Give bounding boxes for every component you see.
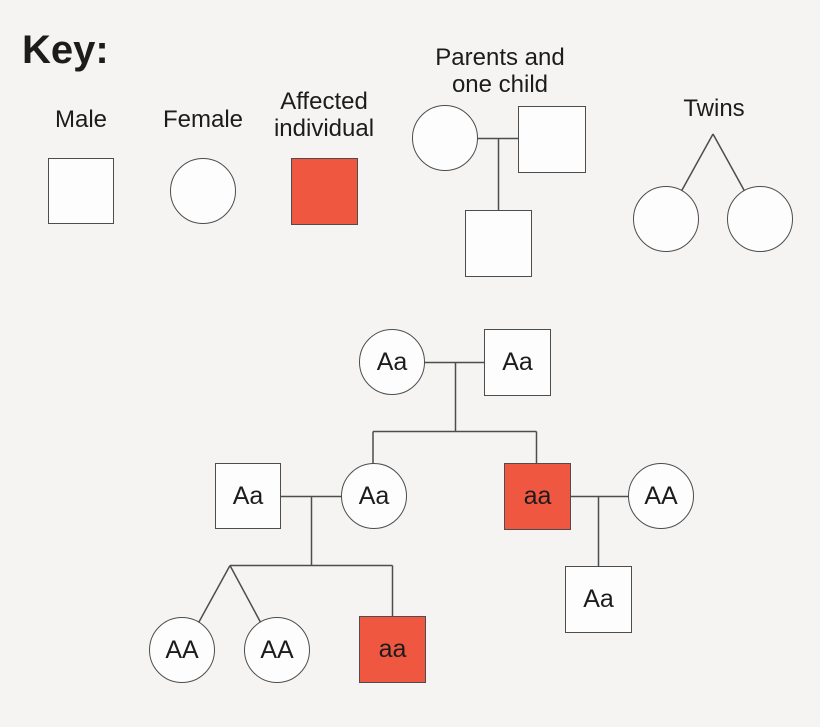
key-male-label: Male (54, 106, 108, 133)
pedigree-gen3-twin1-circle: AA (149, 617, 215, 683)
genotype-label: aa (523, 482, 552, 510)
key-affected-square (291, 158, 358, 225)
pedigree-gen2-daughter-circle: Aa (341, 463, 407, 529)
pedigree-gen1-father-square: Aa (484, 329, 551, 396)
genotype-label: AA (165, 635, 199, 664)
genotype-label: Aa (502, 348, 533, 376)
pedigree-gen2-affected-son-square: aa (504, 463, 571, 530)
genotype-label: AA (260, 635, 294, 664)
key-twin-circle-left (633, 186, 699, 252)
pedigree-gen3-son-square: Aa (565, 566, 632, 633)
key-twin-circle-right (727, 186, 793, 252)
key-male-square (48, 158, 114, 224)
key-parents-father-square (518, 106, 586, 173)
pedigree-gen1-mother-circle: Aa (359, 329, 425, 395)
genotype-label: Aa (583, 585, 614, 613)
pedigree-gen2-wife-circle: AA (628, 463, 694, 529)
key-title: Key: (22, 28, 109, 72)
key-affected-label: Affected individual (273, 88, 375, 142)
key-parents-child-square (465, 210, 532, 277)
genotype-label: Aa (358, 481, 390, 510)
pedigree-gen3-twin2-circle: AA (244, 617, 310, 683)
pedigree-gen2-husband-square: Aa (215, 463, 281, 529)
key-female-label: Female (163, 106, 244, 133)
pedigree-gen3-affected-son-square: aa (359, 616, 426, 683)
genotype-label: Aa (232, 481, 264, 510)
key-female-circle (170, 158, 236, 224)
key-twins-label: Twins (683, 95, 745, 122)
genotype-label: aa (378, 635, 407, 663)
key-parents-mother-circle (412, 105, 478, 171)
genotype-label: AA (644, 481, 678, 510)
key-parents-label: Parents and one child (435, 44, 565, 98)
genotype-label: Aa (376, 347, 408, 376)
